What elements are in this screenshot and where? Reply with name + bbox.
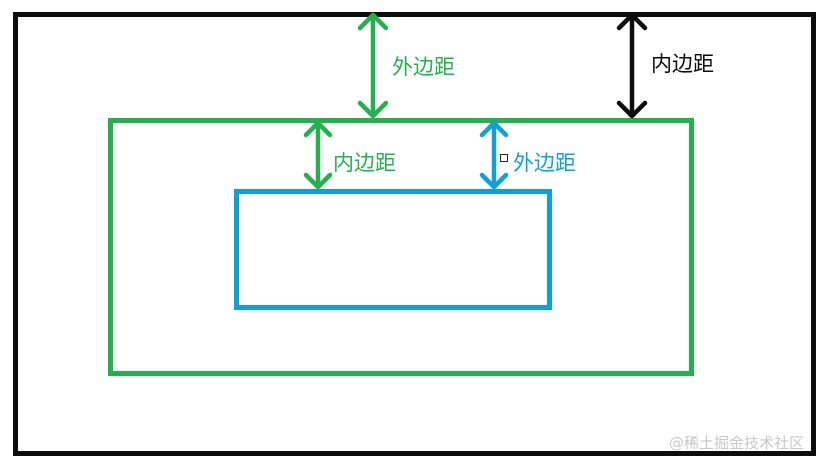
inner-box bbox=[234, 189, 552, 310]
outer-box bbox=[13, 12, 816, 456]
outer-margin-label: 外边距 bbox=[392, 55, 455, 79]
middle-box bbox=[108, 118, 694, 376]
outer-padding-label: 内边距 bbox=[651, 52, 714, 76]
cursor-marker bbox=[500, 154, 508, 162]
middle-padding-label: 内边距 bbox=[333, 151, 396, 175]
inner-margin-label: 外边距 bbox=[513, 151, 576, 175]
watermark-text: @稀土掘金技术社区 bbox=[668, 434, 804, 452]
